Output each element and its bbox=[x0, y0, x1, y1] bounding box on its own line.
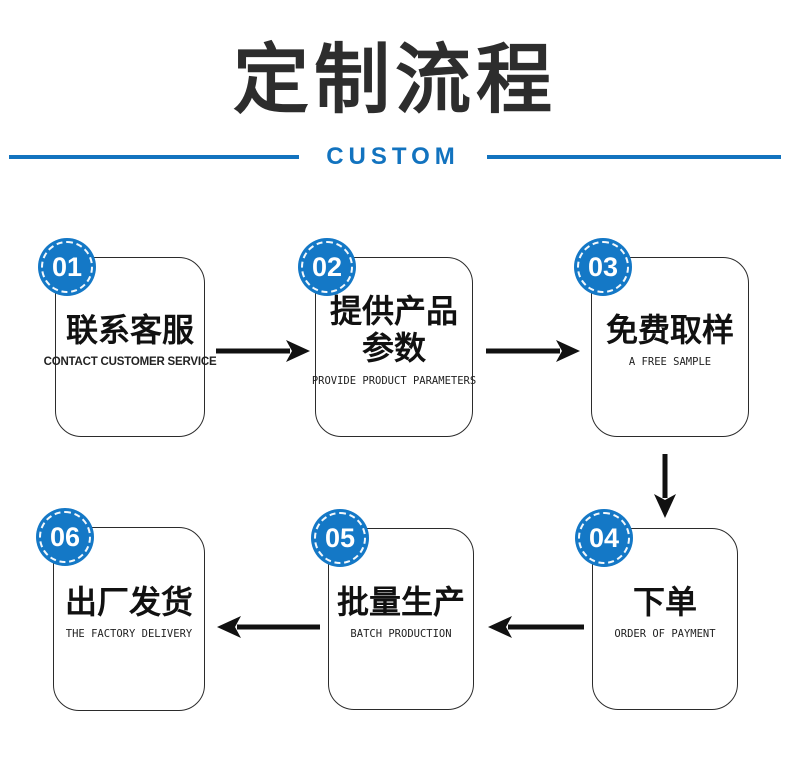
step-number-badge: 06 bbox=[36, 508, 94, 566]
step-box-factory-delivery: 06 出厂发货 THE FACTORY DELIVERY bbox=[36, 508, 205, 711]
subtitle-row: CUSTOM bbox=[0, 143, 790, 171]
subtitle-divider-right bbox=[486, 155, 781, 159]
step-box-contact-customer-service: 01 联系客服 CONTACT CUSTOMER SERVICE bbox=[38, 238, 217, 437]
step-title-en: THE FACTORY DELIVERY bbox=[65, 628, 193, 641]
step-title-zh: 联系客服 bbox=[65, 311, 194, 348]
step-number-badge: 02 bbox=[298, 238, 356, 296]
step-number-badge: 04 bbox=[575, 509, 633, 567]
step-number-badge: 05 bbox=[311, 509, 369, 567]
step-number: 06 bbox=[49, 521, 81, 552]
step-title-zh: 下单 bbox=[632, 583, 697, 620]
arrow-step4-to-step5 bbox=[488, 616, 584, 638]
arrow-step2-to-step3 bbox=[486, 340, 580, 362]
step-number: 04 bbox=[588, 522, 620, 553]
step-box-free-sample: 03 免费取样 A FREE SAMPLE bbox=[574, 238, 749, 437]
step-number: 02 bbox=[311, 251, 343, 282]
step-title-en: PROVIDE PRODUCT PARAMETERS bbox=[311, 374, 477, 387]
page-title: 定制流程 bbox=[233, 38, 557, 123]
step-title-zh: 提供产品 参数 bbox=[329, 293, 458, 366]
arrow-step5-to-step6 bbox=[217, 616, 320, 638]
step-box-batch-production: 05 批量生产 BATCH PRODUCTION bbox=[311, 509, 474, 710]
step-title-zh: 批量生产 bbox=[336, 583, 465, 620]
step-title-en: CONTACT CUSTOMER SERVICE bbox=[43, 356, 217, 369]
subtitle-divider-left bbox=[9, 155, 300, 159]
step-title-zh: 出厂发货 bbox=[64, 583, 193, 620]
step-box-provide-product-parameters: 02 提供产品 参数 PROVIDE PRODUCT PARAMETERS bbox=[298, 238, 477, 437]
step-box-order-of-payment: 04 下单 ORDER OF PAYMENT bbox=[575, 509, 738, 710]
step-number: 03 bbox=[587, 251, 619, 282]
step-title-en: ORDER OF PAYMENT bbox=[614, 628, 716, 641]
step-title-en: BATCH PRODUCTION bbox=[350, 628, 452, 641]
page-subtitle: CUSTOM bbox=[326, 143, 460, 170]
step-title-zh: 免费取样 bbox=[605, 311, 734, 348]
step-number-badge: 03 bbox=[574, 238, 632, 296]
arrow-step3-to-step4 bbox=[654, 454, 676, 518]
step-number: 05 bbox=[324, 522, 356, 553]
step-title-en: A FREE SAMPLE bbox=[628, 356, 712, 369]
arrow-step1-to-step2 bbox=[216, 340, 310, 362]
step-number-badge: 01 bbox=[38, 238, 96, 296]
step-number: 01 bbox=[51, 251, 83, 282]
